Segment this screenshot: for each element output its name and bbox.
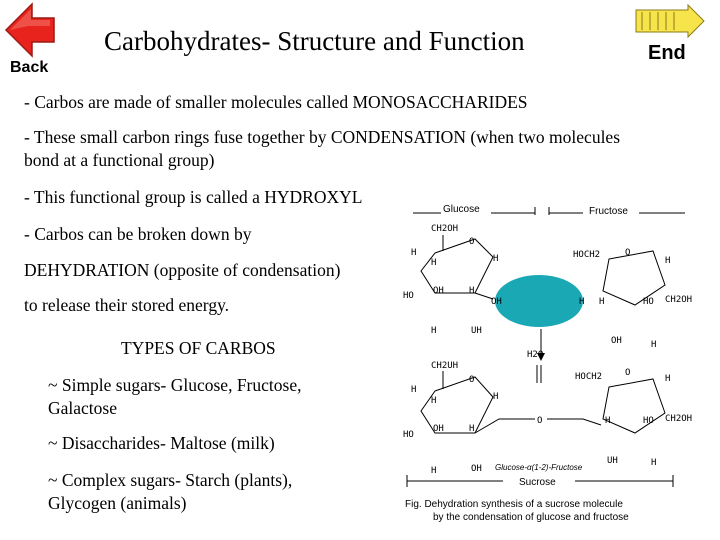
bullet-dehydration-1: - Carbos can be broken down by <box>24 224 252 244</box>
svg-text:H: H <box>411 385 416 395</box>
types-heading: TYPES OF CARBOS <box>121 338 276 358</box>
type-complex-sugars: ~ Complex sugars- Starch (plants), <box>48 470 293 490</box>
svg-text:H: H <box>431 466 436 476</box>
back-button[interactable]: Back <box>4 2 60 78</box>
back-arrow-icon <box>4 2 55 58</box>
svg-text:HO: HO <box>643 416 654 426</box>
svg-text:H: H <box>469 424 474 434</box>
svg-text:HO: HO <box>643 297 654 307</box>
svg-text:OH: OH <box>433 286 444 296</box>
svg-text:H: H <box>493 392 498 402</box>
svg-text:O: O <box>625 368 630 378</box>
type-complex-sugars-cont: Glycogen (animals) <box>48 493 187 513</box>
figure-caption-line1: Fig. Dehydration synthesis of a sucrose … <box>405 499 623 510</box>
bullet-monosaccharides: - Carbos are made of smaller molecules c… <box>24 92 528 112</box>
svg-text:CH2UH: CH2UH <box>431 361 458 371</box>
svg-text:H: H <box>665 256 670 266</box>
svg-text:H: H <box>431 258 436 268</box>
svg-text:H: H <box>599 297 604 307</box>
end-arrow-icon <box>635 4 705 39</box>
svg-text:OH: OH <box>433 424 444 434</box>
svg-text:H: H <box>651 340 656 350</box>
svg-text:HO: HO <box>403 291 414 301</box>
svg-text:HO: HO <box>403 430 414 440</box>
svg-text:H: H <box>493 254 498 264</box>
svg-text:H: H <box>579 297 584 307</box>
svg-text:CH2OH: CH2OH <box>665 414 692 424</box>
end-button-label: End <box>648 42 686 64</box>
bullet-condensation: - These small carbon rings fuse together… <box>24 127 621 147</box>
svg-text:H2O: H2O <box>527 350 543 360</box>
bullet-hydroxyl: - This functional group is called a HYDR… <box>24 187 363 207</box>
svg-text:H: H <box>665 374 670 384</box>
svg-text:OH: OH <box>471 464 482 474</box>
svg-text:H: H <box>411 248 416 258</box>
svg-text:HOCH2: HOCH2 <box>575 372 602 382</box>
svg-text:HOCH2: HOCH2 <box>573 250 600 260</box>
back-button-label: Back <box>10 59 49 76</box>
glucose-label: Glucose <box>443 204 480 215</box>
svg-text:O: O <box>537 416 542 426</box>
svg-text:H: H <box>431 396 436 406</box>
figure-caption-line2: by the condensation of glucose and fruct… <box>433 512 629 523</box>
slide-title: Carbohydrates- Structure and Function <box>104 26 525 56</box>
hydroxyl-highlight <box>495 275 583 327</box>
fructose-label: Fructose <box>589 206 628 217</box>
sucrose-synthesis-figure: Glucose Fructose CH2OH O H H H HO OH H H… <box>403 204 692 523</box>
svg-text:UH: UH <box>607 456 618 466</box>
bullet-dehydration-3: to release their stored energy. <box>24 295 230 315</box>
bullet-dehydration-2: DEHYDRATION (opposite of condensation) <box>24 260 341 280</box>
bullet-condensation-cont: bond at a functional group) <box>24 150 215 170</box>
end-button[interactable]: End <box>628 4 708 66</box>
glycosidic-bond-label: Glucose-α(1-2)-Fructose <box>495 463 583 472</box>
svg-text:O: O <box>469 237 474 247</box>
type-simple-sugars: ~ Simple sugars- Glucose, Fructose, <box>48 375 302 395</box>
svg-text:OH: OH <box>611 336 622 346</box>
svg-text:O: O <box>625 248 630 258</box>
svg-text:O: O <box>469 375 474 385</box>
sucrose-label: Sucrose <box>519 477 556 488</box>
svg-text:CH2OH: CH2OH <box>665 295 692 305</box>
svg-text:H: H <box>431 326 436 336</box>
svg-text:OH: OH <box>491 297 502 307</box>
svg-text:H: H <box>651 458 656 468</box>
svg-text:CH2OH: CH2OH <box>431 224 458 234</box>
svg-text:UH: UH <box>471 326 482 336</box>
type-disaccharides: ~ Disaccharides- Maltose (milk) <box>48 433 275 453</box>
type-simple-sugars-cont: Galactose <box>48 398 117 418</box>
svg-text:H: H <box>469 286 474 296</box>
svg-text:H: H <box>605 416 610 426</box>
